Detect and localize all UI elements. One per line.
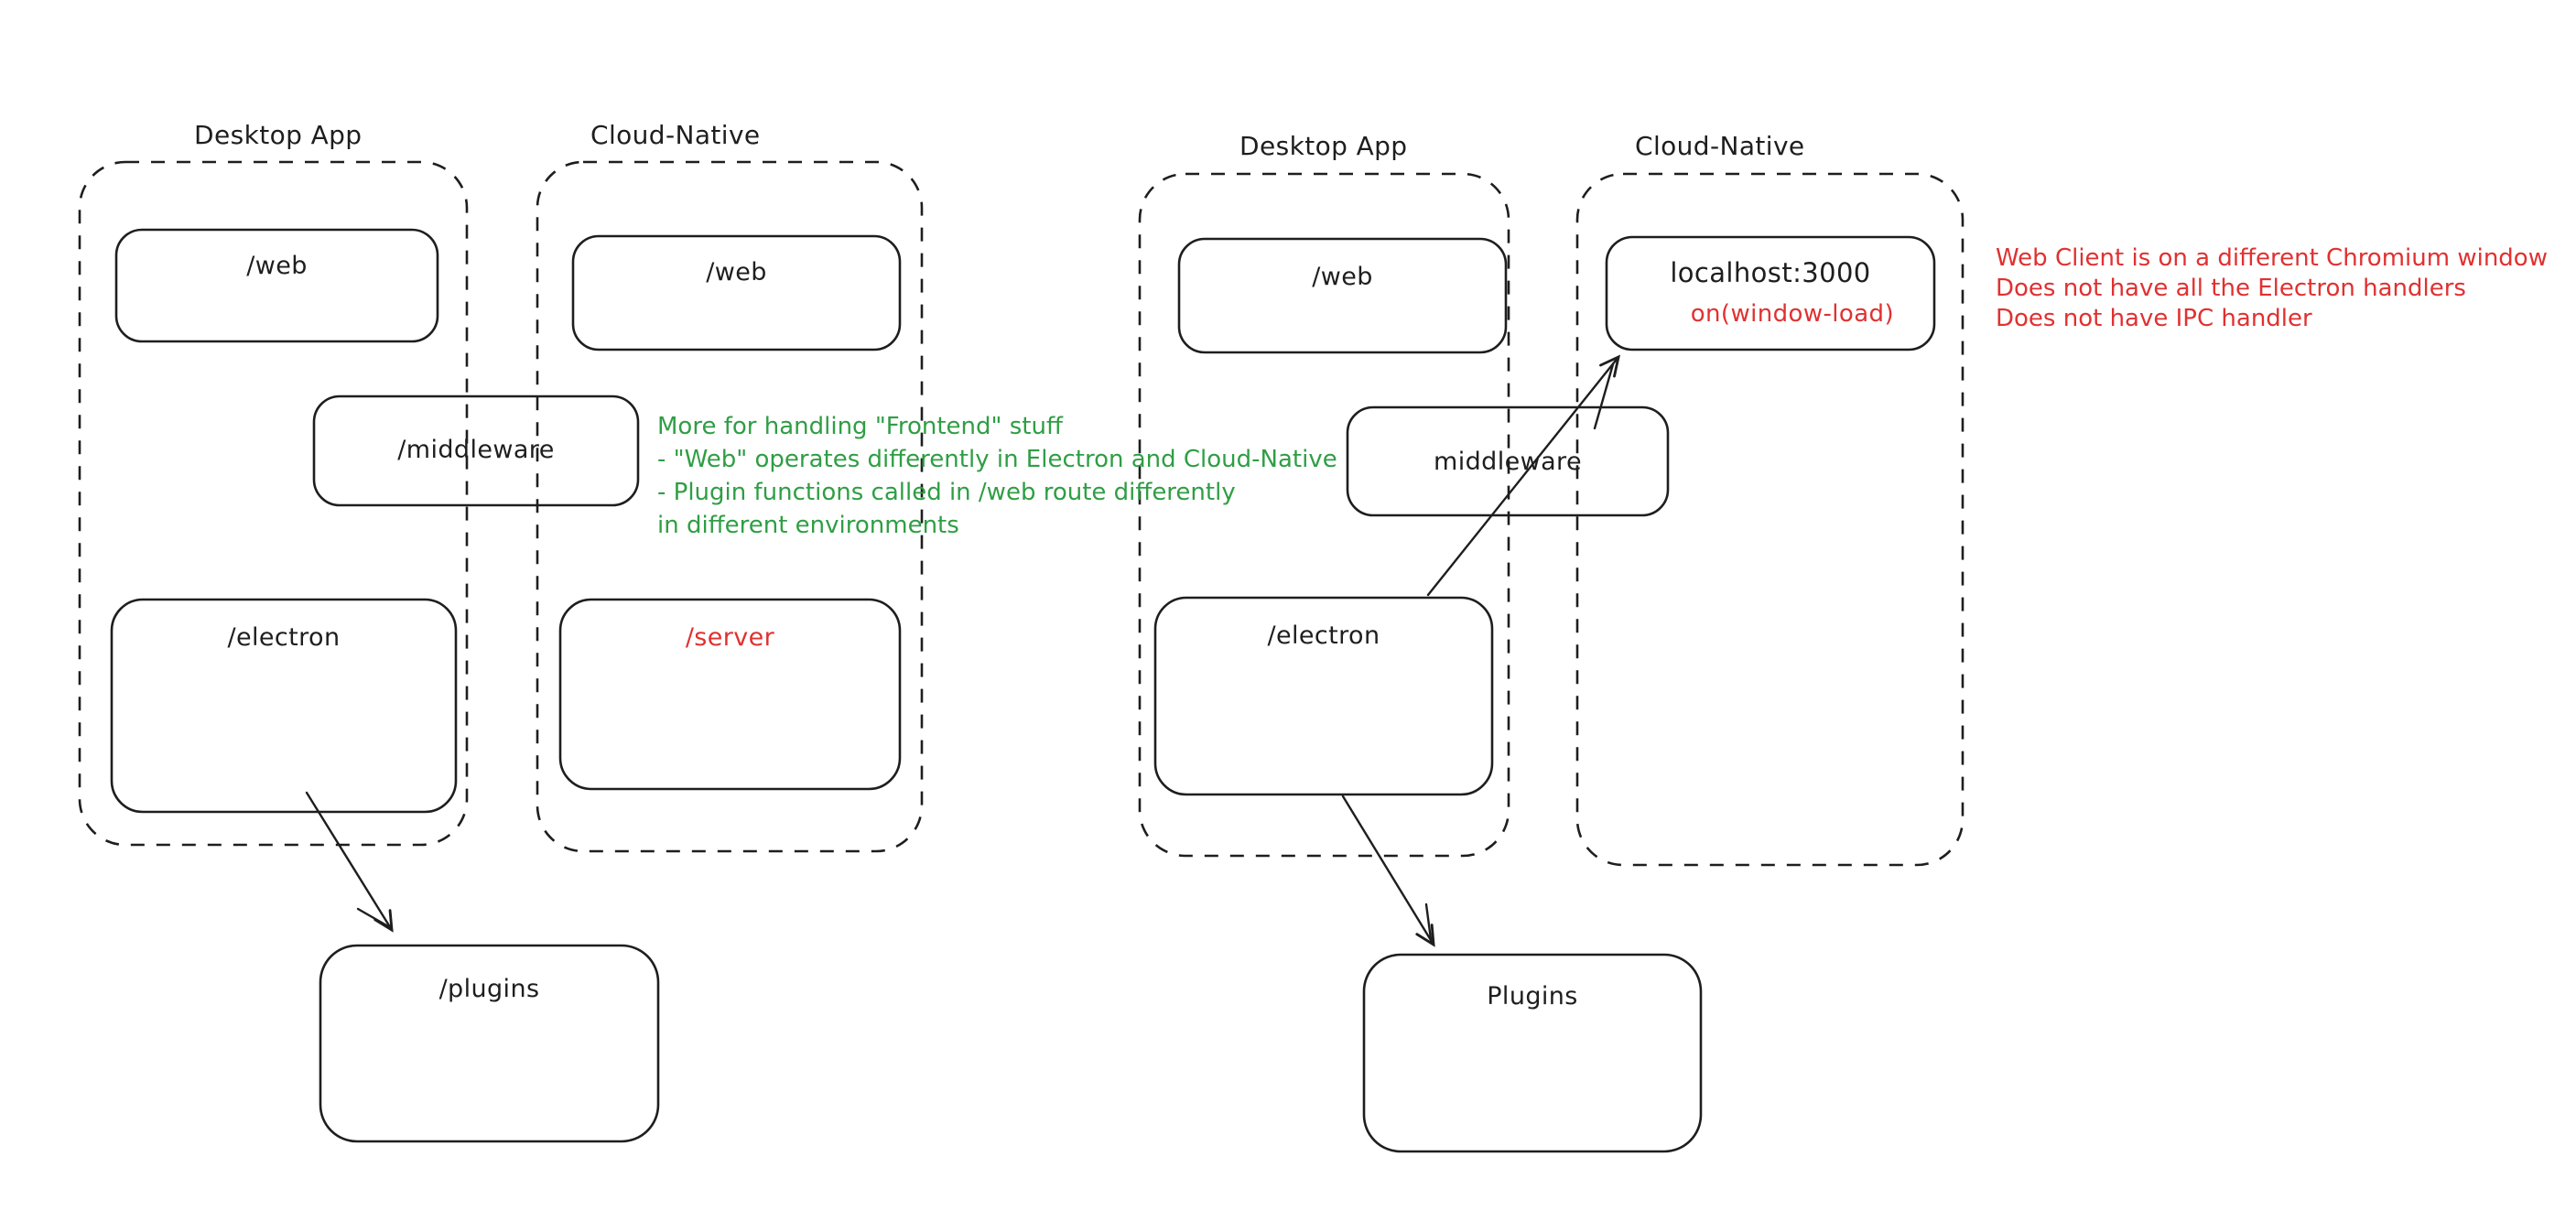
green-annotation-line: - Plugin functions called in /web route … xyxy=(657,479,1236,506)
arrow-right-electron-to-plugins[interactable] xyxy=(1341,794,1435,947)
left-server-box[interactable] xyxy=(558,598,902,791)
left-web-cloud-label: /web xyxy=(706,258,767,286)
right-localhost-box[interactable] xyxy=(1605,235,1936,351)
red-annotation[interactable]: Web Client is on a different Chromium wi… xyxy=(1996,243,2548,334)
left-electron-box[interactable] xyxy=(110,598,458,814)
arrow-left-electron-to-plugins[interactable] xyxy=(305,791,394,933)
red-annotation-line: Does not have IPC handler xyxy=(1996,305,2312,332)
left-server-label: /server xyxy=(685,623,775,652)
left-middleware-box[interactable] xyxy=(312,394,640,507)
arrow-right-electron-to-localhost[interactable] xyxy=(1426,354,1621,597)
right-plugins-box[interactable] xyxy=(1362,953,1703,1153)
right-desktop-app-title: Desktop App xyxy=(1239,131,1408,161)
left-web-desktop-label: /web xyxy=(246,252,308,280)
right-plugins-label: Plugins xyxy=(1487,982,1578,1010)
red-annotation-line: Web Client is on a different Chromium wi… xyxy=(1996,244,2548,272)
right-middleware-label: middleware xyxy=(1434,448,1582,476)
left-middleware-label: /middleware xyxy=(397,436,555,464)
left-desktop-app-title: Desktop App xyxy=(194,120,363,150)
red-annotation-line: Does not have all the Electron handlers xyxy=(1996,275,2466,302)
left-plugins-box[interactable] xyxy=(319,944,660,1143)
left-desktop-app-container[interactable] xyxy=(78,160,469,847)
right-cloud-native-container[interactable] xyxy=(1575,172,1964,867)
left-cloud-native-container[interactable] xyxy=(536,160,924,853)
right-localhost-label: localhost:3000 xyxy=(1670,257,1871,288)
left-plugins-label: /plugins xyxy=(438,975,540,1003)
right-web-box[interactable] xyxy=(1177,237,1508,354)
right-web-label: /web xyxy=(1312,263,1373,291)
green-annotation[interactable]: More for handling "Frontend" stuff - "We… xyxy=(657,410,1337,542)
right-localhost-event-label: on(window-load) xyxy=(1690,300,1894,328)
green-annotation-line: More for handling "Frontend" stuff xyxy=(657,413,1063,440)
green-annotation-line: in different environments xyxy=(657,512,959,539)
right-electron-box[interactable] xyxy=(1153,596,1494,796)
green-annotation-line: - "Web" operates differently in Electron… xyxy=(657,446,1337,473)
left-electron-label: /electron xyxy=(227,623,341,652)
left-web-desktop-box[interactable] xyxy=(114,228,439,343)
right-electron-label: /electron xyxy=(1267,621,1380,650)
right-cloud-native-title: Cloud-Native xyxy=(1635,131,1805,161)
left-web-cloud-box[interactable] xyxy=(571,234,902,351)
left-cloud-native-title: Cloud-Native xyxy=(590,120,761,150)
right-middleware-box[interactable] xyxy=(1346,405,1670,517)
